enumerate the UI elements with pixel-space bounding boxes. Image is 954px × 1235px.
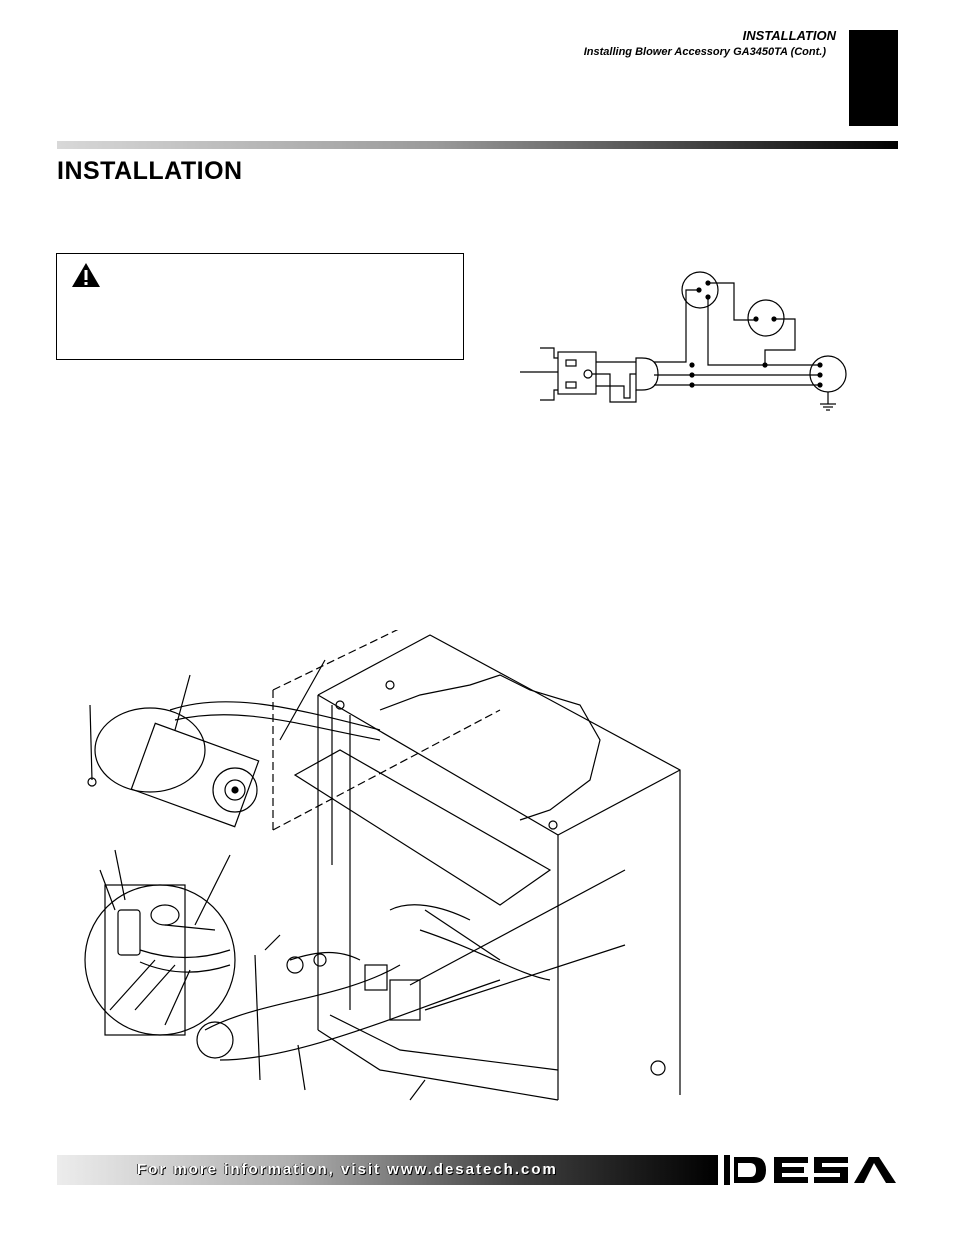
footer-bar: For more information, visit www.desatech… xyxy=(57,1155,718,1185)
wiring-diagram xyxy=(520,271,847,411)
header-section: INSTALLATION xyxy=(742,28,836,43)
blower-installation-exploded-view xyxy=(84,630,681,1101)
warning-triangle-icon xyxy=(72,263,100,287)
header-subtitle: Installing Blower Accessory GA3450TA (Co… xyxy=(583,46,826,58)
header-rule xyxy=(57,141,898,149)
desa-logo xyxy=(724,1155,896,1185)
page-title: INSTALLATION xyxy=(57,157,243,185)
footer-text: For more information, visit www.desatech… xyxy=(137,1161,558,1178)
warning-box xyxy=(56,253,464,360)
section-tab xyxy=(849,30,898,126)
